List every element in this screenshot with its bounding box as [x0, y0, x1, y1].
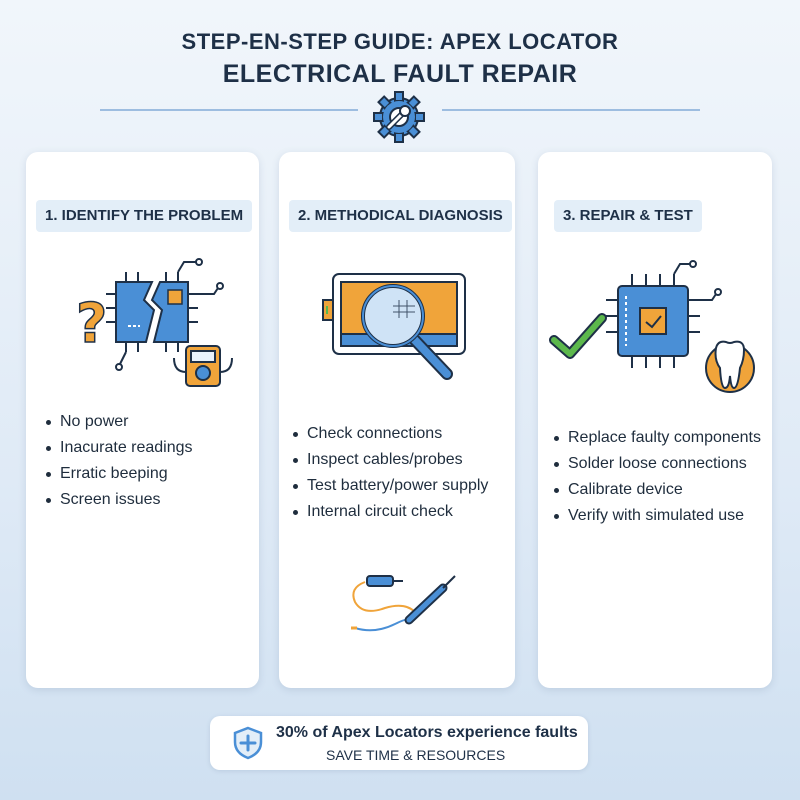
list-item: Solder loose connections [554, 454, 761, 474]
step-label: 3. REPAIR & TEST [554, 200, 702, 232]
diagnosis-list: Check connections Inspect cables/probes … [293, 424, 488, 528]
stat-banner: 30% of Apex Locators experience faults S… [210, 716, 588, 770]
question-mark-icon: ? [75, 291, 108, 356]
diagnosis-illustration [322, 273, 466, 380]
divider-right [442, 109, 700, 111]
repair-list: Replace faulty components Solder loose c… [554, 428, 761, 532]
tooth-icon [705, 340, 755, 393]
step-card-identify: 1. IDENTIFY THE PROBLEM ? [26, 152, 259, 688]
step-card-repair: 3. REPAIR & TEST [538, 152, 772, 688]
title-line-2: ELECTRICAL FAULT REPAIR [222, 60, 578, 88]
step-card-diagnosis: 2. METHODICAL DIAGNOSIS Check connection… [279, 152, 515, 688]
list-item: Verify with simulated use [554, 506, 761, 526]
list-item: Screen issues [46, 490, 193, 510]
list-item: Inspect cables/probes [293, 450, 488, 470]
step-label: 2. METHODICAL DIAGNOSIS [289, 200, 512, 232]
fault-statistic: 30% of Apex Locators experience faults [276, 724, 578, 741]
svg-text:?: ? [76, 292, 107, 355]
list-item: No power [46, 412, 193, 432]
page-title: STEP-EN-STEP GUIDE: APEX LOCATOR ELECTRI… [0, 28, 800, 90]
circuit-chip-icon [606, 260, 722, 368]
step-label: 1. IDENTIFY THE PROBLEM [36, 200, 253, 232]
symptom-list: No power Inacurate readings Erratic beep… [46, 412, 193, 516]
list-item: Inacurate readings [46, 438, 193, 458]
shield-plus-icon [233, 726, 263, 760]
magnifying-glass-icon [361, 284, 453, 380]
divider-left [100, 109, 358, 111]
repair-illustration [549, 260, 755, 393]
list-item: Internal circuit check [293, 502, 488, 522]
list-item: Erratic beeping [46, 464, 193, 484]
list-item: Calibrate device [554, 480, 761, 500]
banner-subtitle: SAVE TIME & RESOURCES [326, 747, 506, 763]
multimeter-icon [173, 345, 233, 387]
wrench-gear-icon [373, 91, 425, 143]
checkmark-icon [549, 313, 607, 359]
list-item: Check connections [293, 424, 488, 444]
broken-circuit-chip-icon [106, 258, 224, 371]
probe-cable-icon [351, 575, 456, 632]
list-item: Test battery/power supply [293, 476, 488, 496]
identify-illustration: ? [75, 258, 233, 387]
title-line-1: STEP-EN-STEP GUIDE: APEX LOCATOR [181, 29, 619, 54]
list-item: Replace faulty components [554, 428, 761, 448]
